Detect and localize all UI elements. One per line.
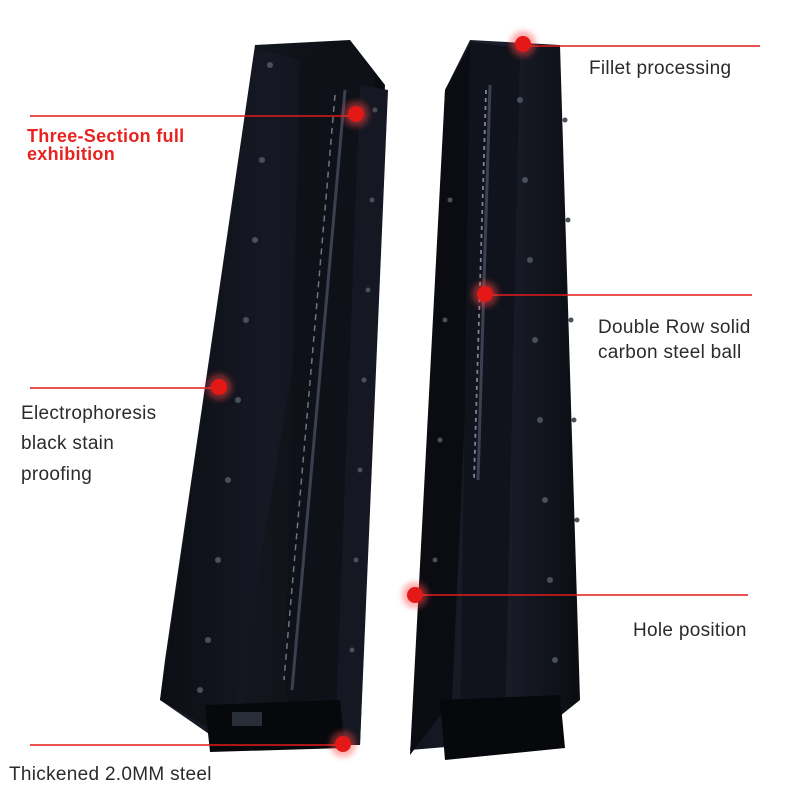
callout-electrophoresis-line1: Electrophoresis [21, 403, 157, 424]
hotspot-electrophoresis [211, 379, 227, 395]
callout-double-row-line2: carbon steel ball [598, 342, 742, 363]
callout-hole-position: Hole position [633, 620, 747, 641]
hotspot-thickened [335, 736, 351, 752]
callout-thickened-steel: Thickened 2.0MM steel [9, 764, 212, 785]
callout-electrophoresis-line3: proofing [21, 464, 93, 485]
hotspot-fillet [515, 36, 531, 52]
hotspot-double-row [477, 286, 493, 302]
callout-three-section-line2: exhibition [27, 144, 115, 164]
hotspot-hole-position [407, 587, 423, 603]
hotspot-three-section [348, 106, 364, 122]
right-drawer-slide [410, 40, 580, 760]
callout-three-section-line1: Three-Section full [27, 126, 185, 146]
callout-double-row-line1: Double Row solid [598, 317, 751, 338]
callout-fillet-processing: Fillet processing [589, 58, 732, 79]
callout-electrophoresis-line2: black stain [21, 433, 115, 454]
left-drawer-slide [160, 40, 388, 752]
